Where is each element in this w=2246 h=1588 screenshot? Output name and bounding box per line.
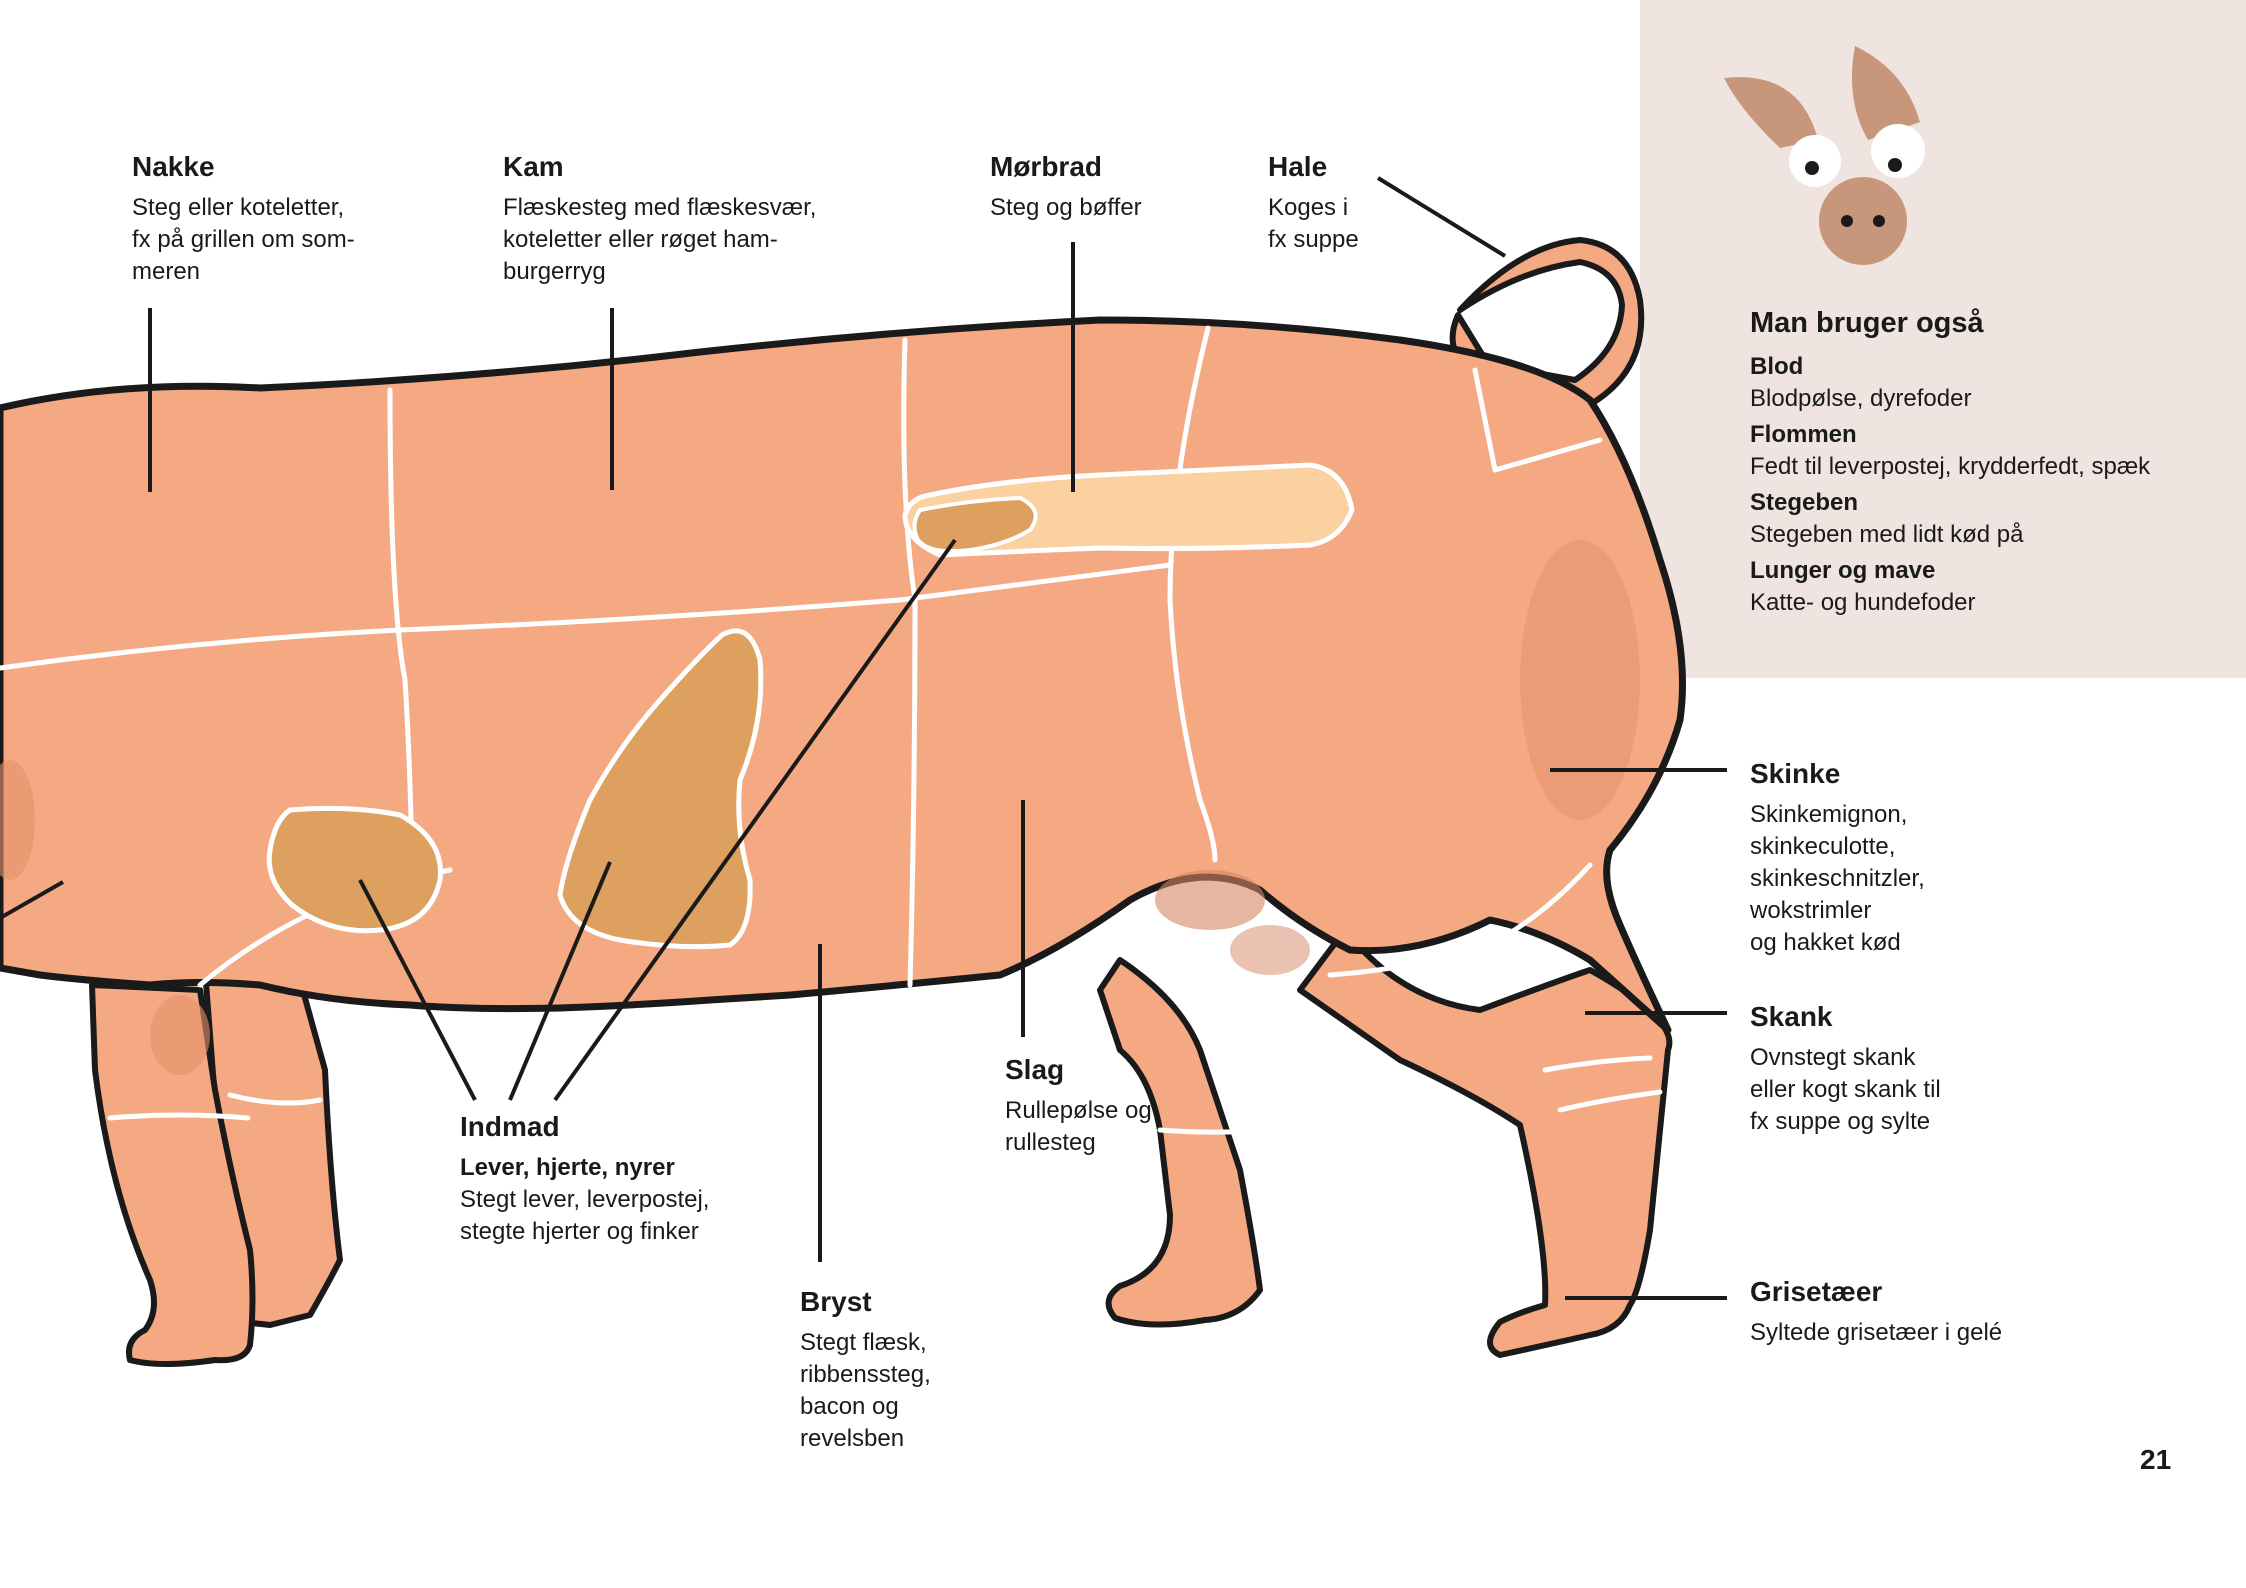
label-skinke-title: Skinke — [1750, 757, 2010, 791]
label-nakke-title: Nakke — [132, 150, 392, 184]
label-morbrad-title: Mørbrad — [990, 150, 1230, 184]
also-used-title: Man bruger også — [1750, 305, 2220, 341]
label-bryst-desc: Stegt flæsk, ribbenssteg, bacon og revel… — [800, 1327, 980, 1455]
label-hale-title: Hale — [1268, 150, 1408, 184]
also-item-name: Flommen — [1750, 419, 2220, 451]
label-nakke: Nakke Steg eller koteletter, fx på grill… — [132, 150, 392, 288]
label-skank: Skank Ovnstegt skank eller kogt skank ti… — [1750, 1000, 2010, 1138]
label-kam-title: Kam — [503, 150, 843, 184]
pig-back-leg-right — [1300, 930, 1669, 1355]
also-item-lunger-og-mave: Lunger og mave Katte- og hundefoder — [1750, 555, 2220, 619]
label-slag: Slag Rullepølse og rullesteg — [1005, 1053, 1225, 1159]
also-item-desc: Fedt til leverpostej, krydderfedt, spæk — [1750, 451, 2220, 483]
label-hale-desc: Koges i fx suppe — [1268, 192, 1408, 256]
label-skinke: Skinke Skinkemignon, skinkeculotte, skin… — [1750, 757, 2010, 959]
also-used-section: Man bruger også Blod Blodpølse, dyrefode… — [1750, 305, 2220, 623]
label-grisetaeer-desc: Syltede grisetæer i gelé — [1750, 1317, 2070, 1349]
label-indmad-title: Indmad — [460, 1110, 800, 1144]
also-item-desc: Blodpølse, dyrefoder — [1750, 383, 2220, 415]
label-indmad-subtitle: Lever, hjerte, nyrer — [460, 1152, 800, 1184]
label-morbrad: Mørbrad Steg og bøffer — [990, 150, 1230, 224]
page-number: 21 — [2140, 1444, 2171, 1476]
label-slag-desc: Rullepølse og rullesteg — [1005, 1095, 1225, 1159]
also-item-desc: Katte- og hundefoder — [1750, 587, 2220, 619]
also-item-name: Stegeben — [1750, 487, 2220, 519]
label-bryst: Bryst Stegt flæsk, ribbenssteg, bacon og… — [800, 1285, 980, 1455]
pig-face-icon — [1724, 46, 1925, 265]
label-kam-desc: Flæskesteg med flæskesvær, koteletter el… — [503, 192, 843, 288]
also-item-name: Blod — [1750, 351, 2220, 383]
label-indmad: Indmad Lever, hjerte, nyrer Stegt lever,… — [460, 1110, 800, 1248]
label-slag-title: Slag — [1005, 1053, 1225, 1087]
label-kam: Kam Flæskesteg med flæskesvær, kotelette… — [503, 150, 843, 288]
label-grisetaeer-title: Grisetæer — [1750, 1275, 2070, 1309]
also-item-blod: Blod Blodpølse, dyrefoder — [1750, 351, 2220, 415]
pig-body — [0, 320, 1683, 1030]
also-item-name: Lunger og mave — [1750, 555, 2220, 587]
label-skank-title: Skank — [1750, 1000, 2010, 1034]
label-skank-desc: Ovnstegt skank eller kogt skank til fx s… — [1750, 1042, 2010, 1138]
also-item-flommen: Flommen Fedt til leverpostej, krydderfed… — [1750, 419, 2220, 483]
also-item-desc: Stegeben med lidt kød på — [1750, 519, 2220, 551]
label-skinke-desc: Skinkemignon, skinkeculotte, skinkeschni… — [1750, 799, 2010, 959]
label-grisetaeer: Grisetæer Syltede grisetæer i gelé — [1750, 1275, 2070, 1349]
label-indmad-desc: Stegt lever, leverpostej, stegte hjerter… — [460, 1184, 800, 1248]
label-nakke-desc: Steg eller koteletter, fx på grillen om … — [132, 192, 392, 288]
label-hale: Hale Koges i fx suppe — [1268, 150, 1408, 256]
label-morbrad-desc: Steg og bøffer — [990, 192, 1230, 224]
label-bryst-title: Bryst — [800, 1285, 980, 1319]
also-item-stegeben: Stegeben Stegeben med lidt kød på — [1750, 487, 2220, 551]
